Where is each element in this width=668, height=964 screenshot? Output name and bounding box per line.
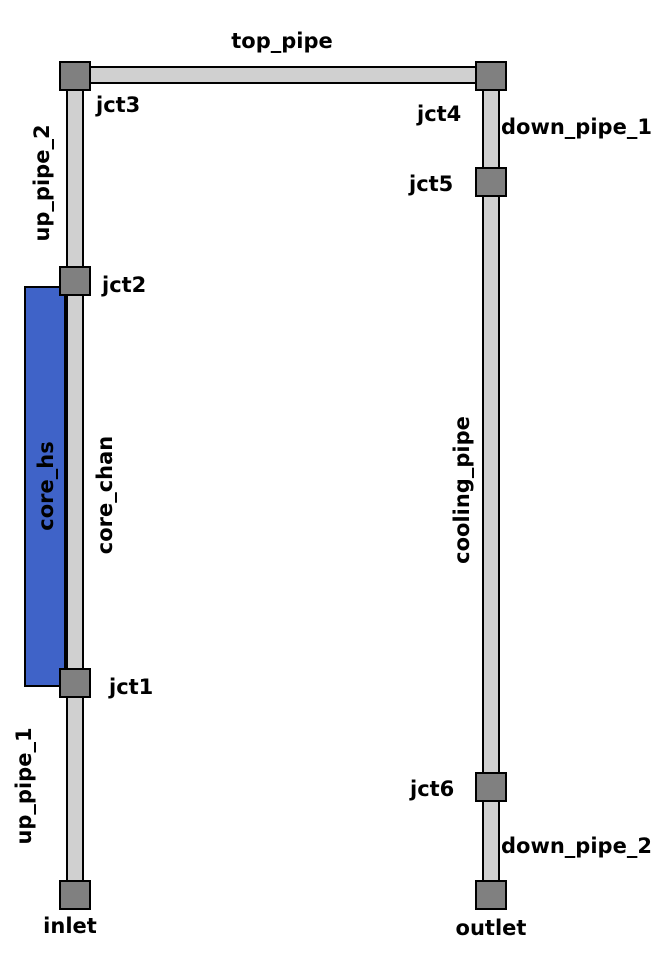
junction-inlet <box>59 880 91 910</box>
junction-jct1 <box>59 668 91 698</box>
core-heat-structure <box>24 286 66 687</box>
label-cooling-pipe: cooling_pipe <box>450 416 474 564</box>
label-core-hs: core_hs <box>34 441 58 530</box>
label-down-pipe-1: down_pipe_1 <box>501 115 652 139</box>
label-inlet: inlet <box>43 914 97 938</box>
junction-jct2 <box>59 266 91 296</box>
label-up-pipe-1: up_pipe_1 <box>12 727 36 844</box>
label-outlet: outlet <box>456 916 527 940</box>
label-jct6: jct6 <box>409 777 454 801</box>
label-core-chan: core_chan <box>93 436 117 555</box>
label-down-pipe-2: down_pipe_2 <box>501 834 652 858</box>
junction-jct6 <box>475 772 507 802</box>
junction-jct4 <box>475 61 507 91</box>
junction-jct3 <box>59 61 91 91</box>
label-up-pipe-2: up_pipe_2 <box>30 124 54 241</box>
top-pipe <box>74 66 492 84</box>
label-top-pipe: top_pipe <box>231 29 333 53</box>
left-vertical-pipe <box>66 74 84 896</box>
label-jct1: jct1 <box>108 675 153 699</box>
label-jct2: jct2 <box>101 273 146 297</box>
label-jct3: jct3 <box>95 93 140 117</box>
label-jct4: jct4 <box>416 102 461 126</box>
junction-outlet <box>475 880 507 910</box>
junction-jct5 <box>475 167 507 197</box>
label-jct5: jct5 <box>408 172 453 196</box>
